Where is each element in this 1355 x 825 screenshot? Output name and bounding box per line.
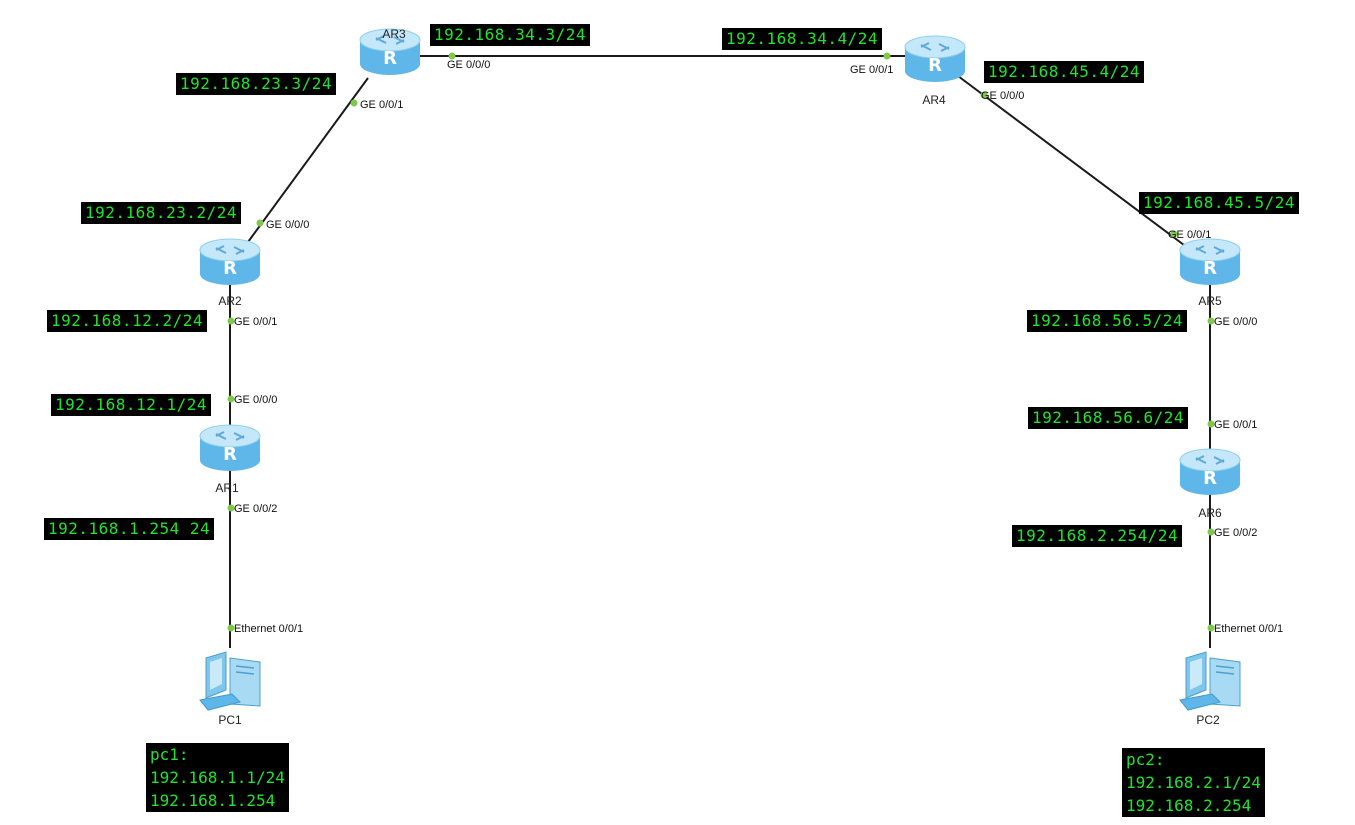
- router-icon: [199, 424, 261, 472]
- pc-pc2[interactable]: [1179, 651, 1241, 711]
- pc1-note: pc1: 192.168.1.1/24 192.168.1.254: [146, 743, 289, 812]
- port-dot[interactable]: [227, 504, 235, 512]
- port-dot[interactable]: [1207, 624, 1215, 632]
- port-dot[interactable]: [448, 52, 456, 60]
- note-line: 192.168.1.1/24: [150, 768, 285, 787]
- ip-label-ar5-56: 192.168.56.5/24: [1027, 310, 1187, 332]
- ip-label-ar5-45: 192.168.45.5/24: [1139, 192, 1299, 214]
- device-label-ar2: AR2: [218, 294, 242, 308]
- device-label-pc1: PC1: [218, 713, 242, 727]
- links: [229, 55, 1211, 648]
- port-dot[interactable]: [980, 91, 988, 99]
- port-label: GE 0/0/1: [234, 316, 277, 328]
- port-dot[interactable]: [1207, 528, 1215, 536]
- note-line: pc2:: [1126, 750, 1165, 769]
- router-icon: [904, 35, 966, 83]
- router-ar1[interactable]: [199, 424, 261, 472]
- port-dot[interactable]: [350, 99, 358, 107]
- port-dot[interactable]: [883, 52, 891, 60]
- router-ar2[interactable]: [199, 238, 261, 286]
- pc-icon: [1179, 651, 1241, 711]
- pc-icon: [199, 651, 261, 711]
- link-ar4-ar5[interactable]: [949, 69, 1189, 249]
- port-dot[interactable]: [227, 317, 235, 325]
- device-label-pc2: PC2: [1196, 713, 1220, 727]
- device-label-ar5: AR5: [1198, 294, 1222, 308]
- port-label: GE 0/0/2: [234, 503, 277, 515]
- note-line: 192.168.2.1/24: [1126, 773, 1261, 792]
- note-line: pc1:: [150, 745, 189, 764]
- port-label: GE 0/0/0: [1214, 316, 1257, 328]
- ip-label-ar2-23: 192.168.23.2/24: [81, 202, 241, 224]
- port-dot[interactable]: [256, 219, 264, 227]
- ip-label-ar3-23: 192.168.23.3/24: [176, 73, 336, 95]
- port-label: GE 0/0/1: [1168, 229, 1211, 241]
- router-icon: [199, 238, 261, 286]
- ip-label-ar4-34: 192.168.34.4/24: [722, 28, 882, 50]
- ip-label-ar3-34: 192.168.34.3/24: [430, 24, 590, 46]
- port-dot[interactable]: [1170, 230, 1178, 238]
- ip-label-ar2-12: 192.168.12.2/24: [47, 310, 207, 332]
- ip-label-ar1-1: 192.168.1.254 24: [44, 518, 215, 540]
- device-label-ar1: AR1: [215, 481, 239, 495]
- pc-pc1[interactable]: [199, 651, 261, 711]
- router-ar6[interactable]: [1179, 448, 1241, 496]
- port-dots: [227, 52, 1215, 632]
- note-line: 192.168.1.254: [150, 791, 276, 810]
- link-ar3-ar2[interactable]: [247, 77, 369, 243]
- port-label: GE 0/0/1: [360, 99, 403, 111]
- port-label: GE 0/0/1: [1214, 419, 1257, 431]
- ip-label-ar1-12: 192.168.12.1/24: [51, 394, 211, 416]
- device-label-ar6: AR6: [1198, 506, 1222, 520]
- router-ar4[interactable]: [904, 35, 966, 83]
- note-line: 192.168.2.254: [1126, 796, 1252, 815]
- port-dot[interactable]: [1207, 317, 1215, 325]
- port-label: Ethernet 0/0/1: [1214, 623, 1283, 635]
- port-label: GE 0/0/0: [234, 394, 277, 406]
- port-label: GE 0/0/0: [981, 90, 1024, 102]
- router-icon: [1179, 238, 1241, 286]
- port-label: GE 0/0/1: [850, 64, 893, 76]
- device-label-ar4: AR4: [922, 93, 946, 107]
- ip-label-ar4-45: 192.168.45.4/24: [984, 61, 1144, 83]
- port-label: GE 0/0/0: [266, 219, 309, 231]
- port-label: GE 0/0/2: [1214, 527, 1257, 539]
- ip-label-ar6-2: 192.168.2.254/24: [1012, 525, 1183, 547]
- port-label: Ethernet 0/0/1: [234, 623, 303, 635]
- port-dot[interactable]: [227, 624, 235, 632]
- port-dot[interactable]: [1207, 420, 1215, 428]
- ip-label-ar6-56: 192.168.56.6/24: [1028, 407, 1188, 429]
- device-label-ar3: AR3: [382, 27, 406, 41]
- pc2-note: pc2: 192.168.2.1/24 192.168.2.254: [1122, 748, 1265, 817]
- port-label: GE 0/0/0: [447, 59, 490, 71]
- port-dot[interactable]: [227, 395, 235, 403]
- router-ar5[interactable]: [1179, 238, 1241, 286]
- router-icon: [1179, 448, 1241, 496]
